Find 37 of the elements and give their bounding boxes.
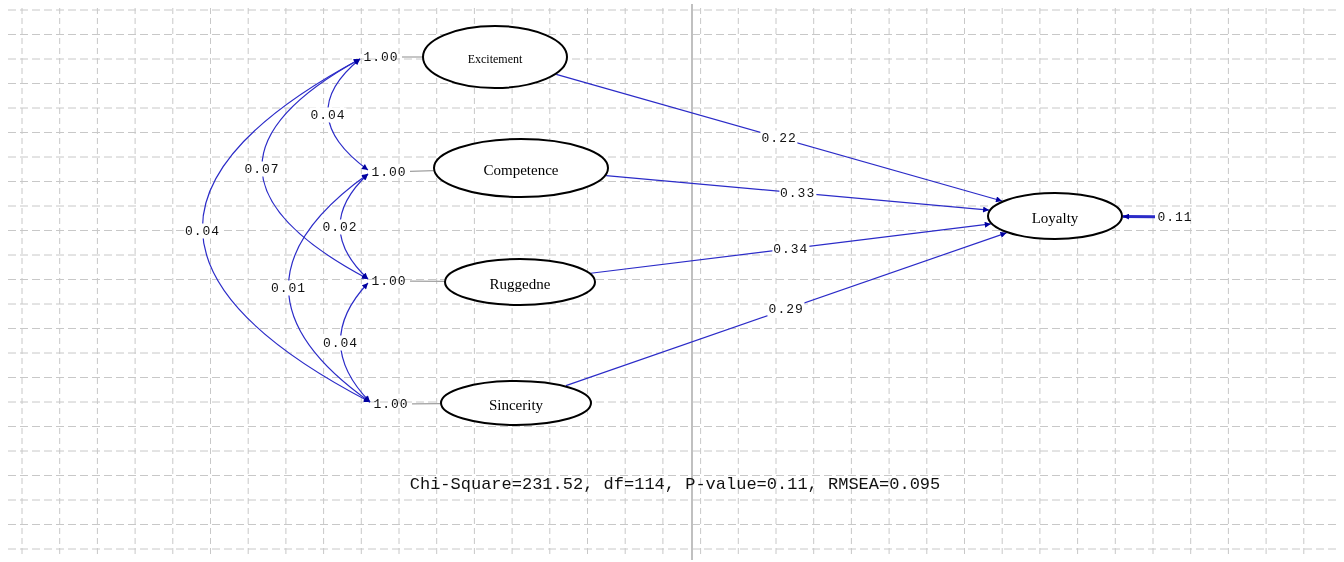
edge-label: 0.02 (321, 219, 359, 234)
latent-variable-ellipse (433, 138, 609, 198)
edge-label: 0.22 (760, 130, 798, 146)
variable-name: Excitement (467, 51, 523, 67)
variable-name: Loyalty (1031, 209, 1079, 227)
connector-line (409, 170, 434, 172)
arrow (565, 231, 1008, 387)
connector-line (411, 403, 441, 405)
latent-variable-ellipse (444, 258, 596, 306)
variance-value: 1.00 (370, 396, 412, 412)
edge-label: 0.29 (767, 301, 805, 317)
edge-label: 0.07 (243, 161, 281, 177)
edge-label: 0.01 (269, 280, 308, 296)
variable-name: Competence (483, 161, 559, 179)
variable-name: Sincerity (488, 396, 544, 414)
variable-name: Ruggedne (489, 275, 551, 293)
arrow (605, 175, 990, 213)
variance-value: 1.00 (360, 49, 402, 65)
arrow (590, 221, 992, 274)
fit-statistics: Chi-Square=231.52, df=114, P-value=0.11, RMSEA=0.095 (409, 475, 941, 494)
arrow (555, 73, 1003, 203)
error-variance-value: 0.11 (1155, 209, 1195, 225)
latent-variable-ellipse (440, 380, 592, 426)
edge-label: 0.04 (183, 223, 222, 238)
variance-value: 1.00 (368, 273, 410, 289)
connector-line (401, 56, 423, 58)
arrow (1122, 213, 1155, 220)
arrow (327, 58, 369, 171)
variance-value: 1.00 (368, 164, 410, 180)
edge-label: 0.04 (321, 335, 360, 350)
connector-line (409, 280, 445, 283)
edge-label: 0.34 (772, 241, 810, 257)
latent-variable-ellipse (987, 192, 1123, 240)
edge-label: 0.33 (779, 185, 817, 201)
edge-label: 0.04 (309, 107, 347, 122)
arrow (287, 173, 371, 403)
latent-variable-ellipse (422, 25, 568, 89)
